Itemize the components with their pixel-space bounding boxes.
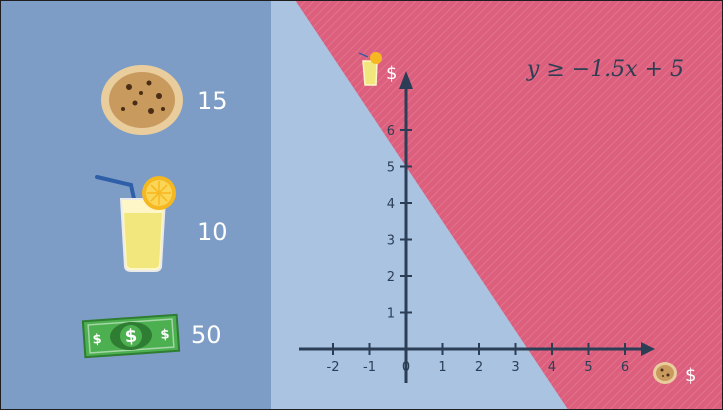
inequality-label: y ≥ −1.5x + 5 — [526, 57, 684, 82]
svg-text:$: $ — [160, 327, 170, 343]
money-amount: 50 — [191, 321, 222, 349]
y-axis-dollar: $ — [386, 63, 397, 84]
lemonade-price: 10 — [197, 218, 228, 246]
x-axis-cookie-icon — [653, 362, 677, 384]
y-tick-label: 5 — [387, 161, 395, 176]
svg-text:$: $ — [92, 332, 102, 348]
y-axis-arrow — [399, 71, 413, 89]
money-icon: $ $ $ — [81, 313, 181, 359]
y-axis-lemonade-icon — [358, 52, 382, 86]
y-tick-label: 3 — [387, 234, 395, 249]
cookie-price: 15 — [197, 87, 228, 115]
x-tick-label: 0 — [402, 360, 410, 375]
svg-text:$: $ — [124, 326, 138, 348]
cookie-icon — [101, 65, 183, 135]
inequality-graph: -2 -1 0 1 2 3 4 5 6 1 2 3 4 5 6 $ $ — [295, 1, 722, 409]
x-tick-label: 1 — [438, 360, 446, 375]
y-tick-label: 6 — [387, 124, 395, 139]
prices-panel: 15 10 $ $ $ 50 — [1, 1, 271, 409]
x-tick-label: -2 — [327, 360, 340, 375]
x-tick-label: 2 — [475, 360, 483, 375]
x-tick-label: 5 — [584, 360, 592, 375]
lemonade-icon — [95, 175, 176, 272]
x-axis-dollar: $ — [685, 365, 696, 386]
x-tick-label: -1 — [363, 360, 376, 375]
x-tick-label: 4 — [548, 360, 556, 375]
y-tick-label: 4 — [387, 197, 395, 212]
x-tick-label: 3 — [511, 360, 519, 375]
y-tick-label: 2 — [387, 270, 395, 285]
x-axis-arrow — [641, 342, 655, 356]
y-tick-label: 1 — [387, 307, 395, 322]
x-tick-label: 6 — [621, 360, 629, 375]
solution-region — [295, 1, 722, 409]
